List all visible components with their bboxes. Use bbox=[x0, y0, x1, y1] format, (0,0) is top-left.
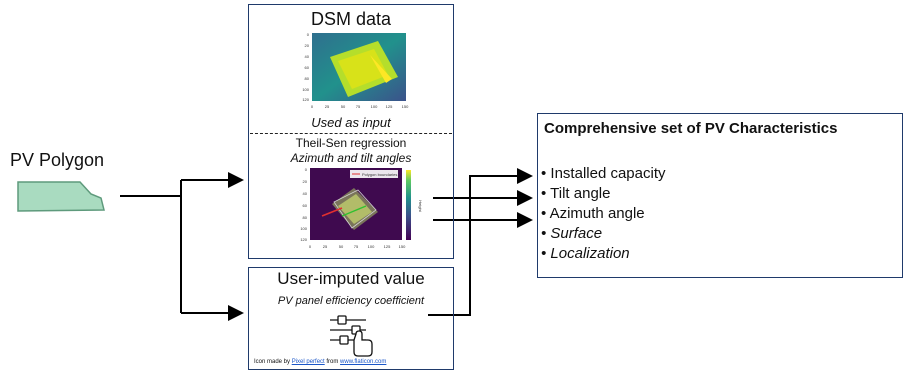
svg-text:25: 25 bbox=[323, 244, 328, 249]
dsm-x-ticks: 0 25 50 75 100 125 150 bbox=[311, 104, 409, 109]
section-divider bbox=[250, 133, 452, 134]
regression-y-ticks: 0 20 40 60 80 100 120 bbox=[300, 167, 307, 242]
list-item: • Tilt angle bbox=[541, 185, 611, 202]
svg-text:125: 125 bbox=[386, 104, 393, 109]
dsm-y-ticks: 0 20 40 60 80 100 120 bbox=[302, 32, 309, 102]
pv-characteristics-list: • Installed capacity • Tilt angle • Azim… bbox=[541, 164, 665, 264]
credit-prefix: Icon made by bbox=[254, 359, 292, 365]
svg-text:60: 60 bbox=[303, 203, 308, 208]
credit-mid: from bbox=[324, 359, 341, 365]
credit-author-link[interactable]: Pixel perfect bbox=[291, 359, 325, 365]
svg-text:75: 75 bbox=[354, 244, 359, 249]
regression-subtitle: Azimuth and tilt angles bbox=[290, 151, 412, 165]
regression-title: Theil-Sen regression bbox=[295, 136, 407, 150]
svg-text:150: 150 bbox=[402, 104, 409, 109]
svg-text:40: 40 bbox=[303, 191, 308, 196]
icon-credit: Icon made by Pixel perfect from www.flat… bbox=[254, 359, 386, 365]
list-item: • Installed capacity bbox=[541, 165, 666, 182]
dsm-heatmap: 0 20 40 60 80 100 120 0 25 50 75 100 125… bbox=[302, 32, 409, 109]
svg-text:80: 80 bbox=[303, 215, 308, 220]
list-item: • Azimuth angle bbox=[541, 205, 645, 222]
regression-plot: Polygon boundaries Height 0 20 40 60 80 … bbox=[300, 167, 423, 249]
svg-text:100: 100 bbox=[300, 226, 307, 231]
svg-text:80: 80 bbox=[305, 76, 310, 81]
regression-legend: Polygon boundaries bbox=[362, 172, 397, 177]
user-imputed-panel bbox=[248, 267, 454, 370]
svg-text:20: 20 bbox=[303, 179, 308, 184]
svg-text:120: 120 bbox=[300, 237, 307, 242]
credit-site-link[interactable]: www.flaticon.com bbox=[340, 359, 387, 365]
svg-text:40: 40 bbox=[305, 54, 310, 59]
svg-text:75: 75 bbox=[356, 104, 361, 109]
settings-sliders-icon bbox=[330, 315, 373, 357]
svg-text:150: 150 bbox=[399, 244, 406, 249]
pv-characteristics-panel bbox=[537, 113, 903, 278]
pv-characteristics-title: Comprehensive set of PV Characteristics bbox=[544, 120, 838, 137]
dsm-title: DSM data bbox=[310, 9, 392, 29]
svg-text:125: 125 bbox=[384, 244, 391, 249]
svg-text:0: 0 bbox=[311, 104, 314, 109]
svg-text:100: 100 bbox=[371, 104, 378, 109]
dsm-regression-panel bbox=[248, 4, 454, 259]
pv-polygon-shape bbox=[17, 181, 105, 212]
colorbar-label: Height bbox=[418, 200, 423, 212]
svg-text:0: 0 bbox=[307, 32, 310, 37]
list-item: • Localization bbox=[541, 245, 630, 262]
svg-text:25: 25 bbox=[325, 104, 330, 109]
user-imputed-subtitle: PV panel efficiency coefficient bbox=[277, 295, 425, 307]
svg-text:0: 0 bbox=[309, 244, 312, 249]
list-item: • Surface bbox=[541, 225, 603, 242]
svg-text:50: 50 bbox=[339, 244, 344, 249]
dsm-caption: Used as input bbox=[311, 115, 391, 130]
svg-text:120: 120 bbox=[302, 97, 309, 102]
pv-polygon-label: PV Polygon bbox=[10, 150, 105, 170]
svg-text:100: 100 bbox=[368, 244, 375, 249]
svg-text:60: 60 bbox=[305, 65, 310, 70]
svg-text:20: 20 bbox=[305, 43, 310, 48]
user-imputed-title: User-imputed value bbox=[277, 269, 425, 288]
svg-text:100: 100 bbox=[302, 87, 309, 92]
svg-text:50: 50 bbox=[341, 104, 346, 109]
svg-text:0: 0 bbox=[305, 167, 308, 172]
regression-x-ticks: 0 25 50 75 100 125 150 bbox=[309, 244, 406, 249]
arrow-installed-capacity bbox=[428, 168, 533, 316]
height-colorbar bbox=[406, 170, 411, 240]
